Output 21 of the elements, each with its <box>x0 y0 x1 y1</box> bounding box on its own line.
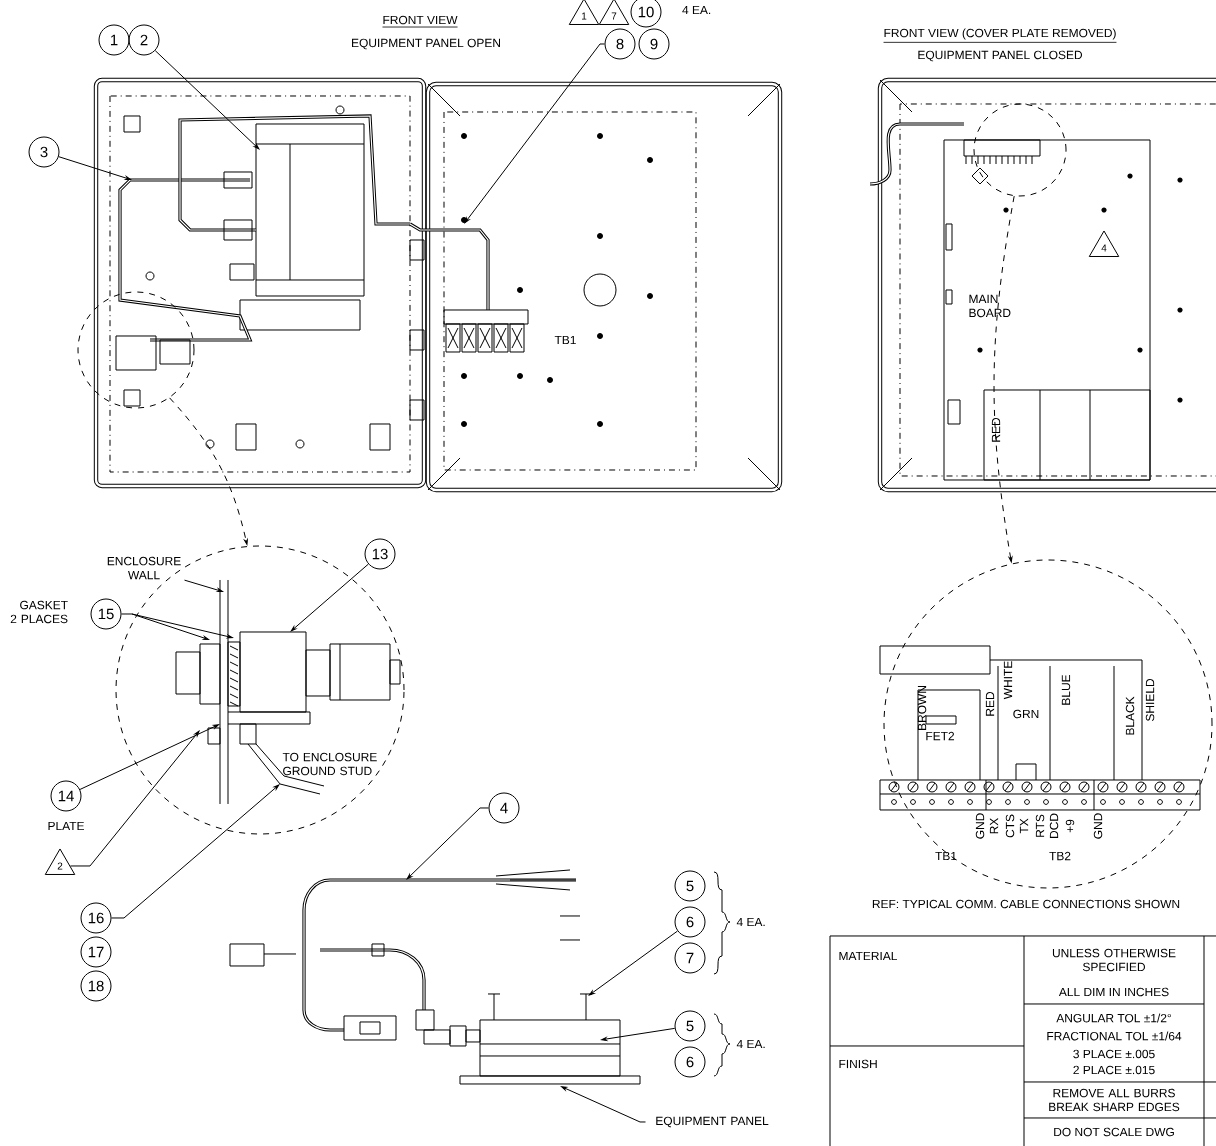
leader-line <box>601 1027 676 1041</box>
leader-line <box>79 724 219 790</box>
leader-line <box>111 784 280 919</box>
leader-line <box>406 807 489 880</box>
arrow <box>169 397 248 545</box>
detail-circle <box>879 559 1213 889</box>
leader-line <box>290 563 369 632</box>
cable-assembly-drawing <box>229 869 641 1085</box>
leader-line <box>121 613 233 640</box>
leader-line <box>588 930 678 996</box>
leader-line <box>561 1086 646 1123</box>
leader-line <box>58 156 131 180</box>
enclosure-drawing <box>93 77 783 493</box>
detail-circle <box>77 291 195 409</box>
enclosure-drawing <box>869 77 1216 493</box>
leader-line <box>464 43 605 224</box>
leader-line <box>184 579 223 593</box>
leader-line <box>69 730 200 867</box>
leader-line <box>154 50 260 150</box>
arrow <box>993 195 1015 563</box>
detail-circle <box>973 103 1067 197</box>
